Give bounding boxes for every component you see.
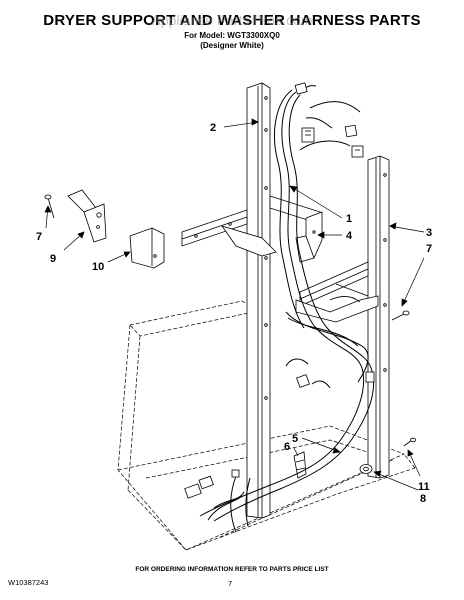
nut-8 [359,464,373,474]
harness-clip-6 [293,451,307,479]
connector-bottom-1 [184,483,202,499]
connector-top-2 [301,127,315,143]
callout-7-left: 7 [36,231,42,243]
screw-11 [403,437,416,447]
rear-support-post [246,82,271,519]
wire-harness [199,85,375,533]
callout-6: 6 [284,441,290,453]
front-support-post [367,155,390,479]
connector-top-4 [351,145,364,158]
callout-1: 1 [346,213,352,225]
color-line: (Designer White) [200,41,264,50]
callout-4: 4 [346,230,353,242]
callout-2: 2 [210,122,216,134]
page-number: 7 [228,579,233,588]
lower-cross-brace [295,261,379,323]
callout-9: 9 [50,253,56,265]
model-line: For Model: WGT3300XQ0 [184,31,280,40]
callout-3: 3 [426,227,432,239]
connector-top-3 [344,124,358,138]
ordering-info: FOR ORDERING INFORMATION REFER TO PARTS … [135,566,329,573]
leader-lines [44,118,425,491]
screw-left [44,194,55,219]
upper-cross-brace [181,195,321,257]
callout-7-right: 7 [426,243,432,255]
callout-5: 5 [292,433,298,445]
screw-right [391,310,410,321]
connector-right [365,371,375,383]
connector-bottom-3 [231,469,240,478]
watermark-text: Appliance Parts Pros.com [151,12,313,28]
callout-10: 10 [92,261,104,273]
connector-bottom-2 [198,475,214,490]
callout-11: 11 [418,481,430,493]
callout-8: 8 [420,493,426,505]
page-title: DRYER SUPPORT AND WASHER HARNESS PARTS [43,12,421,29]
side-bracket-10 [129,227,165,269]
side-bracket-9 [67,189,107,243]
connector-top-1 [294,82,308,95]
connector-mid [296,374,310,388]
document-number: W10387243 [8,578,49,587]
